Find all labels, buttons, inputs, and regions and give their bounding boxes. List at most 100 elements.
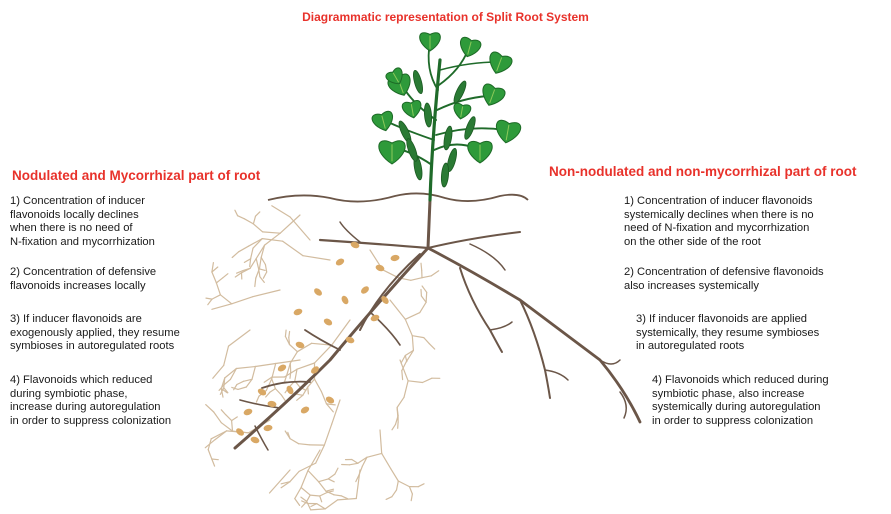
hypha-segment <box>263 232 281 233</box>
hypha-segment <box>402 371 403 380</box>
nodule <box>340 295 350 306</box>
nodule <box>300 405 311 415</box>
hypha-segment <box>397 481 399 490</box>
hypha-segment <box>216 283 220 295</box>
root-branch <box>320 240 428 248</box>
hypha-segment <box>225 369 237 379</box>
leaf <box>402 100 423 120</box>
hypha-segment <box>221 410 225 415</box>
hypha-segment <box>212 459 215 466</box>
bean-pod <box>442 126 453 151</box>
nodule <box>277 363 288 373</box>
stem <box>440 62 498 70</box>
root-branch <box>520 300 550 398</box>
hypha-segment <box>238 216 245 219</box>
hypha-segment <box>276 360 300 364</box>
hypha-segment <box>397 397 404 407</box>
hypha-segment <box>224 346 229 365</box>
hypha-segment <box>308 450 320 471</box>
hypha-segment <box>223 274 228 278</box>
hypha-segment <box>244 219 253 224</box>
hypha-segment <box>216 278 222 283</box>
hypha-segment <box>281 395 285 400</box>
hypha-segment <box>206 298 212 299</box>
hypha-segment <box>411 494 412 501</box>
hypha-segment <box>424 338 430 344</box>
hypha-segment <box>421 296 426 302</box>
hypha-segment <box>238 387 246 389</box>
hypha-segment <box>206 405 214 412</box>
hypha-segment <box>405 319 412 335</box>
hypha-segment <box>290 372 291 378</box>
leaf <box>452 103 471 121</box>
hypha-segment <box>297 394 303 395</box>
hypha-segment <box>342 496 348 499</box>
hypha-segment <box>409 487 412 494</box>
hypha-segment <box>321 392 326 404</box>
leaf <box>371 110 396 133</box>
hypha-segment <box>214 412 222 423</box>
hypha-segment <box>320 493 327 497</box>
hypha-segment <box>212 295 220 299</box>
hypha-segment <box>317 504 326 509</box>
hypha-segment <box>335 468 338 474</box>
hypha-segment <box>208 299 212 305</box>
hypha-segment <box>421 263 422 270</box>
stem <box>430 60 440 200</box>
hypha-segment <box>221 423 232 431</box>
hypha-segment <box>295 499 300 506</box>
hypha-segment <box>212 459 219 460</box>
soil-surface-line <box>268 193 528 201</box>
hypha-segment <box>297 363 315 369</box>
hypha-segment <box>253 216 255 224</box>
hypha-segment <box>405 356 407 362</box>
hypha-segment <box>431 271 438 276</box>
hypha-segment <box>265 265 266 273</box>
hypha-segment <box>319 479 329 482</box>
hypha-segment <box>229 330 251 346</box>
hypha-segment <box>422 286 427 292</box>
leaf <box>468 141 492 163</box>
hypha-segment <box>253 290 280 297</box>
hypha-segment <box>338 499 357 500</box>
hypha-segment <box>256 396 259 402</box>
hypha-segment <box>334 495 342 496</box>
hypha-segment <box>212 272 217 283</box>
hypha-segment <box>270 389 276 393</box>
leaf <box>494 119 522 145</box>
hypha-segment <box>226 415 232 421</box>
hypha-segment <box>308 471 319 482</box>
hypha-segment <box>239 246 249 252</box>
bean-pod <box>412 70 425 95</box>
hypha-segment <box>324 424 331 445</box>
leaf <box>379 141 405 164</box>
hypha-segment <box>325 500 337 509</box>
hypha-segment <box>392 490 397 497</box>
hypha-segment <box>289 332 290 338</box>
hypha-segment <box>301 471 308 488</box>
nodule <box>263 424 273 431</box>
nodule <box>335 257 346 267</box>
nodule <box>313 287 324 297</box>
nodule <box>293 308 304 317</box>
root-branch <box>490 322 512 330</box>
root-branch <box>340 222 360 242</box>
hypha-segment <box>252 367 255 380</box>
hypha-segment <box>411 278 422 281</box>
hypha-segment <box>422 276 431 278</box>
hypha-segment <box>256 212 260 216</box>
leaf <box>485 51 513 77</box>
hypha-segment <box>320 496 322 502</box>
root-branch <box>545 370 568 380</box>
hypha-segment <box>408 381 422 383</box>
hypha-segment <box>400 360 408 381</box>
root-system <box>235 200 640 450</box>
hypha-segment <box>261 257 265 264</box>
nodule <box>250 436 261 445</box>
nodule <box>375 264 386 273</box>
hypha-segment <box>319 482 326 492</box>
hypha-segment <box>303 387 308 395</box>
hypha-segment <box>328 474 335 479</box>
hypha-segment <box>275 389 281 395</box>
